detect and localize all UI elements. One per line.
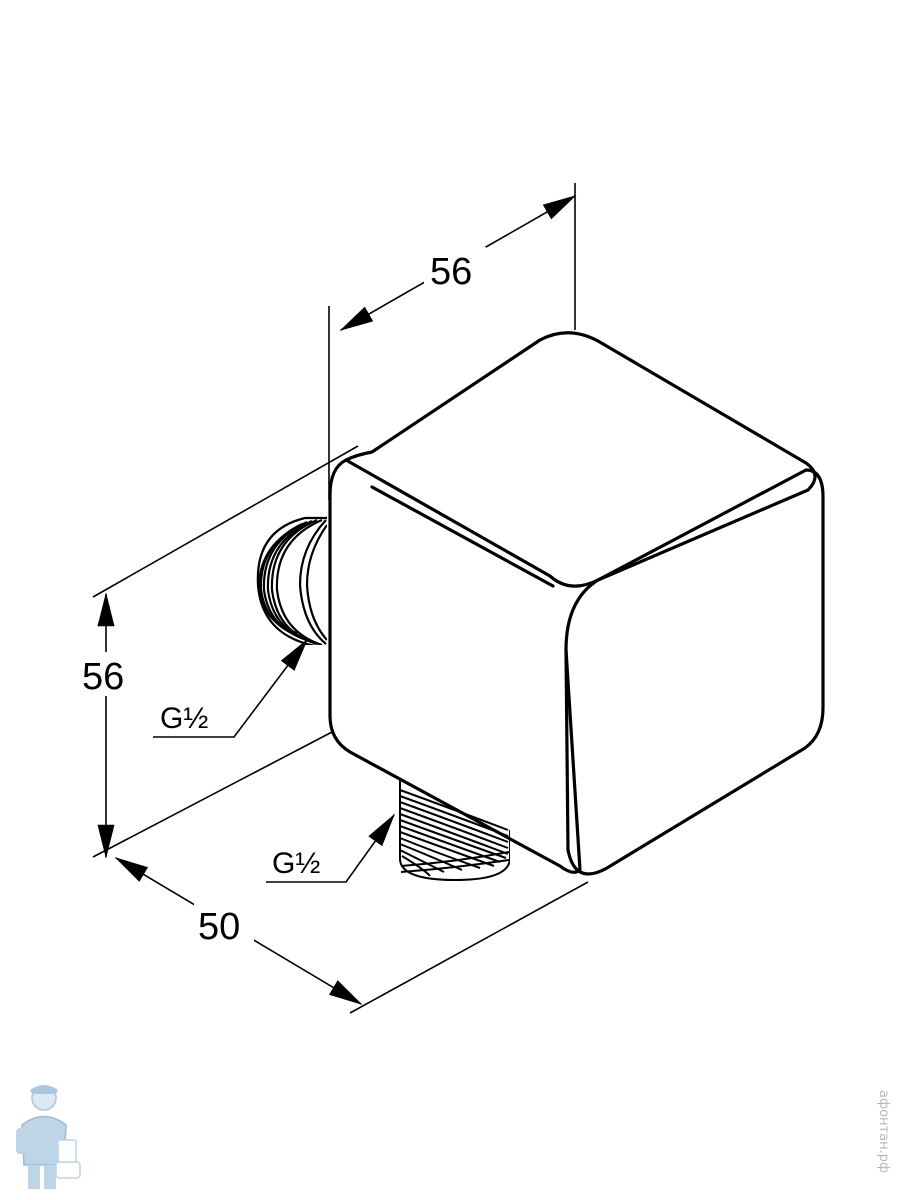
depth-dimension-label: 56 — [430, 251, 472, 293]
fitting-body — [328, 331, 825, 876]
width-dimension-label: 50 — [198, 906, 240, 948]
ext-line-width-right — [349, 881, 589, 1014]
height-label-bg — [78, 652, 136, 696]
side-thread-outlet — [256, 516, 327, 645]
depth-label-bg — [424, 247, 486, 291]
bottom-thread-callout — [266, 813, 395, 883]
bottom-thread-label: G½ — [272, 847, 320, 880]
height-dimension-label: 56 — [82, 656, 124, 698]
side-thread-label: G½ — [160, 702, 208, 735]
plumber-mascot-icon — [16, 1085, 81, 1189]
bottom-thread-outlet — [399, 780, 510, 882]
width-label-bg — [194, 902, 254, 946]
top-face — [344, 331, 817, 588]
side-thread-callout — [153, 638, 309, 738]
watermark-vertical-text: афонтан.рф — [876, 1090, 891, 1173]
ext-line-height-top — [92, 445, 359, 598]
front-face — [328, 458, 600, 874]
ext-line-height-bottom — [92, 731, 333, 858]
top-face-edge-line — [370, 485, 555, 588]
right-face — [564, 468, 825, 876]
